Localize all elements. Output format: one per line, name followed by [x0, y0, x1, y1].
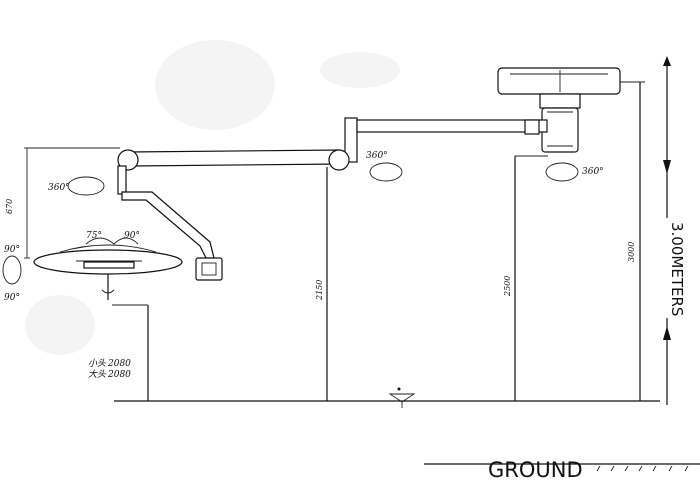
arm-end-block: [524, 119, 540, 135]
background-blot: [320, 52, 400, 88]
lamp-handle-plate: [83, 261, 135, 269]
ceiling-column: [539, 93, 581, 109]
tilt-angle-label: 75°: [86, 231, 102, 241]
meters-arrow-head-up: [663, 56, 671, 66]
arm-height-label: 2150: [315, 280, 324, 301]
lamp-spring-arm: [121, 191, 215, 259]
lamp-handle-grip: [101, 289, 115, 294]
lamp-arm-rotation-icon: [67, 176, 105, 196]
main-arm-upper: [356, 119, 548, 133]
ground-label: GROUND: [488, 458, 583, 482]
arm-joint-post: [344, 117, 358, 163]
ground-hatch: [638, 465, 643, 472]
ground-hatch: [610, 465, 615, 472]
ceiling-height-label: 3000: [627, 242, 636, 262]
ground-hatch: [684, 465, 689, 472]
tilt-arc-icon: [85, 237, 139, 245]
large-head-label: 大头: [88, 369, 107, 380]
ceiling-mount-plate: [497, 67, 621, 95]
background-blot: [25, 295, 95, 355]
arm-elbow-joint: [328, 149, 350, 171]
floor-level-marker: [388, 393, 416, 403]
ground-hatch: [668, 465, 673, 472]
mount-rotation-icon: [545, 162, 579, 182]
arm-rotation-icon: [369, 162, 403, 182]
mount-height-label: 2500: [503, 276, 512, 297]
arm-top-angle-label: 360°: [366, 151, 388, 161]
ceiling-meters-label: 3.00METERS: [668, 222, 686, 316]
background-blot: [155, 40, 275, 130]
tilt-right-angle-label: 90°: [124, 231, 140, 241]
small-head-value: 2080: [107, 359, 131, 369]
lamp-drop-arm: [117, 165, 127, 195]
floor-level-dot: [397, 387, 401, 391]
ground-hatch: [596, 465, 601, 472]
control-box-screen: [201, 262, 217, 276]
ceiling-mount-angle-label: 360°: [582, 167, 604, 177]
control-box: [195, 257, 223, 281]
meters-arrow-head-lower: [663, 326, 671, 340]
lamp-height-label: 670: [5, 199, 14, 214]
lamp-arm-angle-label: 360°: [48, 183, 70, 193]
ground-hatch: [624, 465, 629, 472]
lamp-head-dome: [59, 244, 157, 253]
tilt-rotation-icon: [2, 255, 22, 285]
arm-shoulder-joint: [117, 149, 139, 171]
large-head-value: 2080: [107, 370, 131, 380]
ground-hatch: [652, 465, 657, 472]
meters-arrow-head-mid: [663, 160, 671, 174]
left-bottom-angle-label: 90°: [4, 293, 20, 303]
secondary-arm: [127, 149, 343, 167]
small-head-label: 小头: [88, 358, 107, 369]
left-top-angle-label: 90°: [4, 245, 20, 255]
